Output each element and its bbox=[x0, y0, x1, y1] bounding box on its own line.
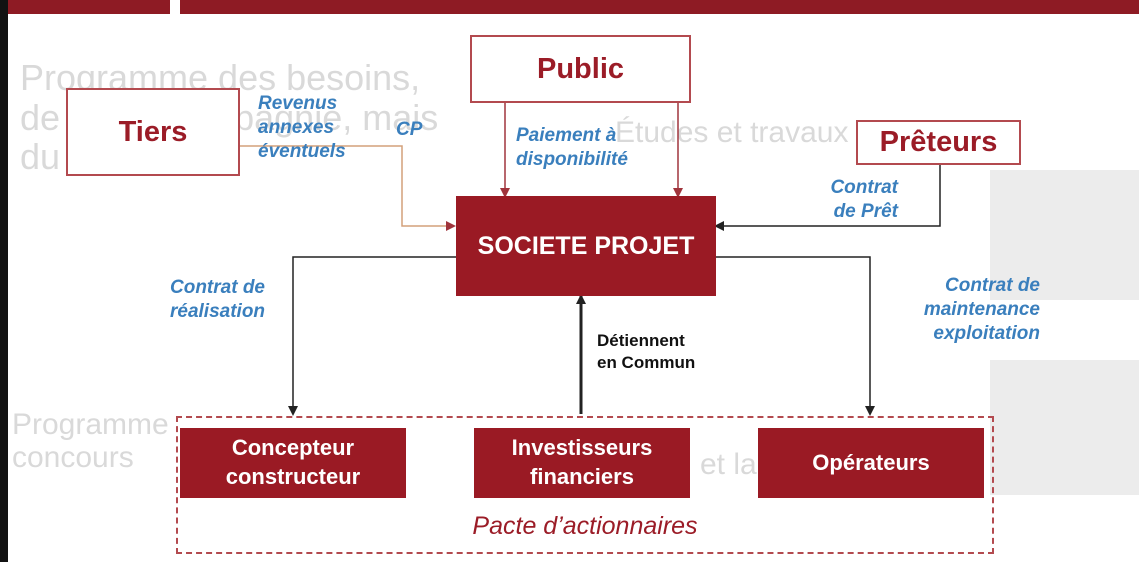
label-cp: CP bbox=[396, 119, 423, 140]
label-detiennent-en-commun: Détiennent en Commun bbox=[597, 331, 696, 373]
pacte-frame bbox=[176, 416, 994, 554]
node-societe-projet: SOCIETE PROJET bbox=[456, 196, 716, 296]
societe-to-concepteur-connector bbox=[288, 256, 456, 416]
label-contrat-maintenance-exploitation: Contrat de maintenance exploitation bbox=[923, 275, 1040, 344]
node-preteurs: Prêteurs bbox=[856, 120, 1021, 165]
left-border bbox=[0, 0, 8, 562]
background-text-center: Études et travaux bbox=[615, 116, 849, 149]
label-paiement-disponibilite: Paiement à disponibilité bbox=[516, 125, 628, 170]
background-photo-top bbox=[990, 170, 1139, 300]
node-public: Public bbox=[470, 35, 691, 103]
background-photo-bottom bbox=[990, 360, 1139, 495]
node-tiers: Tiers bbox=[66, 88, 240, 176]
label-revenus-annexes: Revenus annexes éventuels bbox=[258, 93, 346, 162]
node-operateurs: Opérateurs bbox=[758, 428, 984, 498]
header-notch bbox=[170, 0, 180, 14]
label-contrat-de-realisation: Contrat de réalisation bbox=[170, 277, 266, 322]
tiers-to-societe-connector bbox=[240, 145, 456, 231]
pacte-label: Pacte d’actionnaires bbox=[472, 512, 698, 540]
societe-to-operateurs-connector bbox=[716, 256, 875, 416]
header-bar bbox=[0, 0, 1139, 14]
label-contrat-de-pret: Contrat de Prêt bbox=[830, 177, 898, 222]
background-text-bottom-right: et la bbox=[700, 448, 757, 481]
background-text-bottom-left: Programme concours bbox=[12, 408, 169, 474]
preteurs-to-societe-connector bbox=[714, 165, 941, 231]
